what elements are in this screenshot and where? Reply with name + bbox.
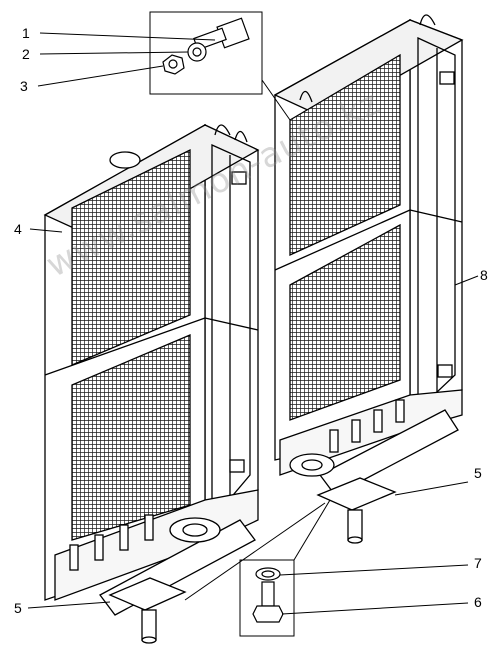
callout-6: 6 bbox=[474, 594, 482, 610]
callout-5-left: 5 bbox=[14, 600, 22, 616]
callout-5-right: 5 bbox=[474, 465, 482, 481]
callout-3: 3 bbox=[20, 78, 28, 94]
mounting-plate-left bbox=[108, 577, 187, 644]
callout-2: 2 bbox=[22, 46, 30, 62]
right-radiator-section bbox=[273, 14, 464, 496]
right-lower-mesh-panel bbox=[289, 223, 401, 421]
callout-8: 8 bbox=[480, 267, 488, 283]
right-upper-mesh-panel bbox=[289, 53, 401, 257]
right-bottom-tank bbox=[279, 389, 463, 476]
callout-1: 1 bbox=[22, 25, 30, 41]
left-upper-mesh-panel bbox=[71, 148, 191, 366]
callout-4: 4 bbox=[14, 221, 22, 237]
bolt-icon bbox=[252, 605, 284, 623]
left-radiator-section bbox=[43, 123, 260, 616]
callout-7: 7 bbox=[474, 555, 482, 571]
leader-lines bbox=[27, 32, 479, 615]
mounting-plate-right bbox=[316, 477, 397, 544]
fastener-inset-bottom bbox=[239, 559, 295, 637]
fastener-inset-top bbox=[149, 11, 291, 121]
left-bottom-tank bbox=[54, 489, 259, 601]
